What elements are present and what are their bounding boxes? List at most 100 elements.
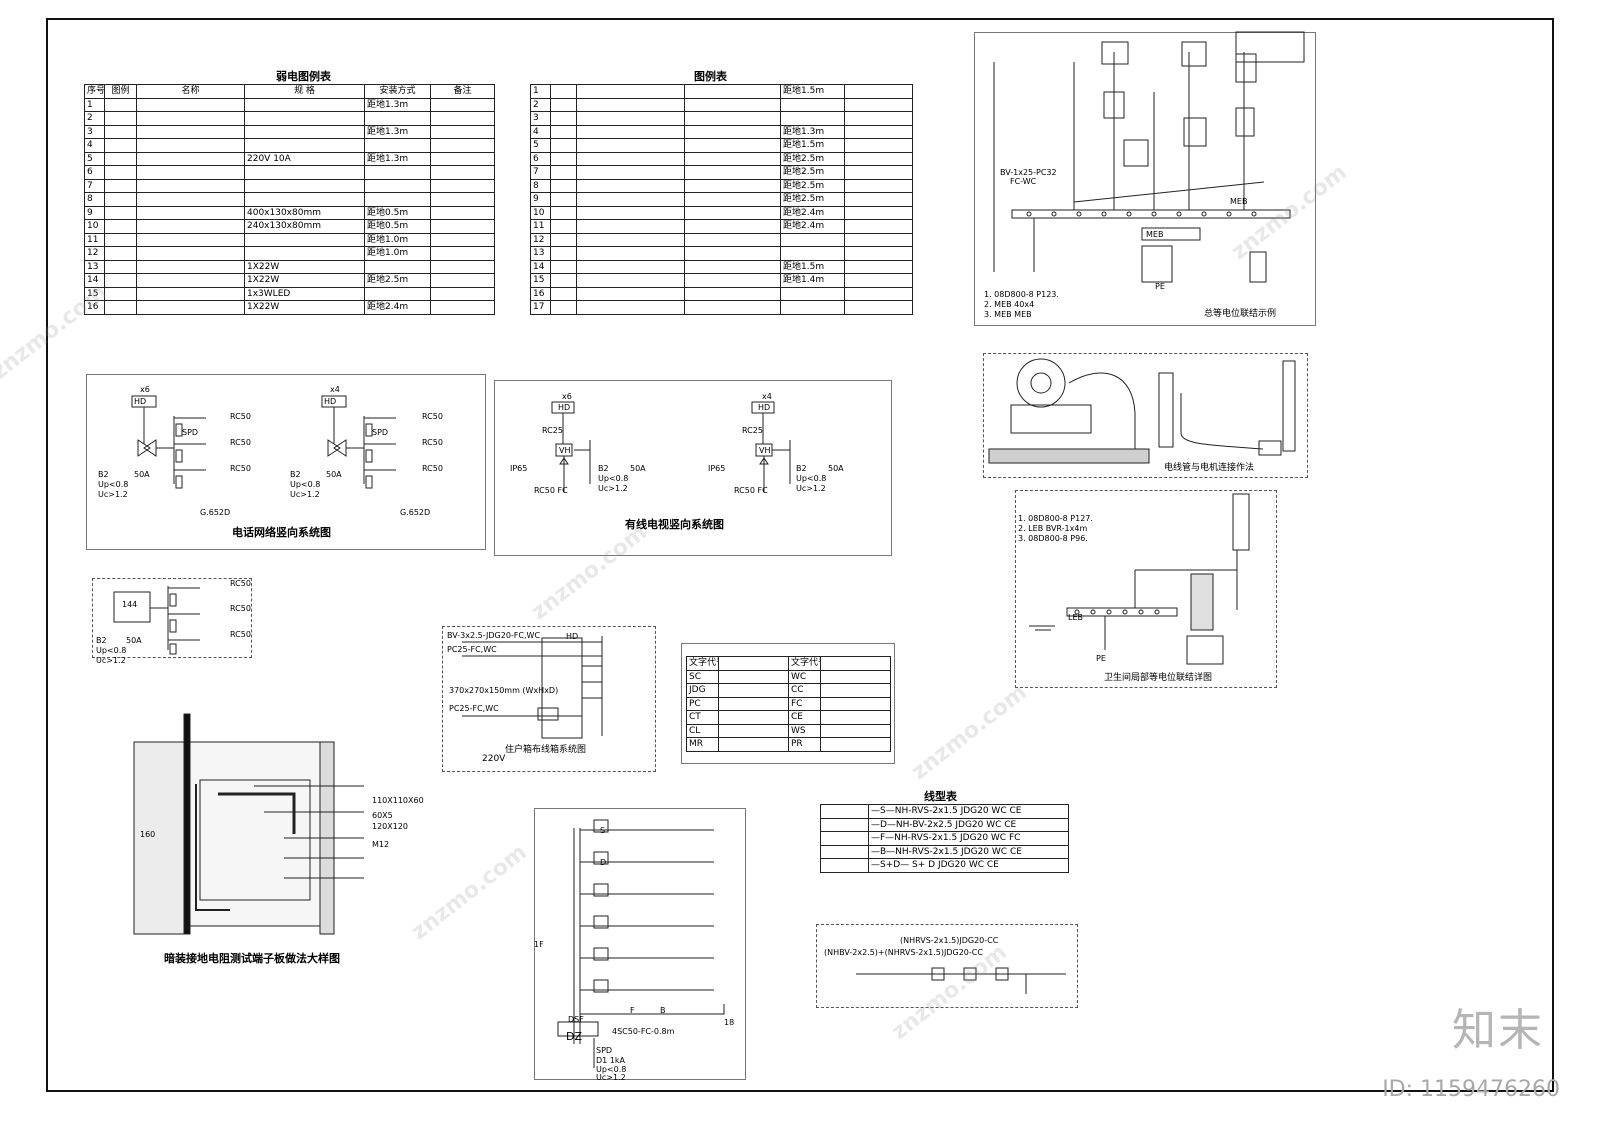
fire-mark-d: D bbox=[600, 858, 607, 867]
weak-legend-row-cell bbox=[430, 300, 495, 315]
catv-mult-a: x6 bbox=[562, 392, 572, 401]
gas-drawing bbox=[856, 967, 1066, 994]
weak-legend-header-cell: 安装方式 bbox=[364, 84, 431, 99]
weak-legend-row-cell: 400x130x80mm bbox=[244, 205, 365, 220]
weak-legend-row-cell: 1X22W bbox=[244, 259, 365, 274]
legend-row: 1 距地1.5m bbox=[530, 84, 913, 99]
legend-row-cell bbox=[550, 124, 577, 139]
weak-legend-row-cell bbox=[244, 111, 365, 126]
weak-legend-row-cell bbox=[104, 232, 137, 247]
conduit-row-cell bbox=[718, 723, 789, 738]
legend-row-cell: 距地2.4m bbox=[780, 205, 845, 220]
legend-row-cell bbox=[684, 259, 781, 274]
legend-row-cell bbox=[576, 124, 685, 139]
legend-row-cell: 距地2.5m bbox=[780, 178, 845, 193]
legend-row-cell bbox=[780, 111, 845, 126]
conduit-header: 文字代号文字代号 bbox=[686, 656, 891, 671]
phone-side-uc: Uc>1.2 bbox=[96, 656, 126, 665]
weak-legend-header-cell: 名称 bbox=[136, 84, 245, 99]
gas-line1: (NHRVS-2x1.5)JDG20-CC bbox=[900, 936, 999, 945]
weak-legend-row-cell: 10 bbox=[84, 219, 105, 234]
legend-row-cell bbox=[550, 246, 577, 261]
legend-row-cell: 距地1.5m bbox=[780, 84, 845, 99]
legend-row-cell bbox=[550, 151, 577, 166]
weak-legend-row-cell bbox=[136, 273, 245, 288]
legend-row-cell bbox=[684, 97, 781, 112]
weak-legend-row-cell bbox=[244, 138, 365, 153]
weak-legend-row-cell: 距地1.3m bbox=[364, 97, 431, 112]
conduit-header-cell bbox=[718, 656, 789, 671]
weak-legend-row-cell: 1X22W bbox=[244, 300, 365, 315]
legend-row-cell: 12 bbox=[530, 232, 551, 247]
legend-row-cell bbox=[576, 151, 685, 166]
catv-rc50-b: RC50 FC bbox=[734, 486, 768, 495]
weak-legend-row-cell bbox=[104, 124, 137, 139]
conduit-row-cell: MR bbox=[686, 737, 719, 752]
phone-panel bbox=[86, 374, 486, 550]
legend-row: 17 bbox=[530, 300, 913, 315]
legend-row-cell bbox=[576, 97, 685, 112]
catv-rc25-a: RC25 bbox=[542, 426, 563, 435]
equip-meb2-label: MEB bbox=[1146, 230, 1164, 239]
legend-row-cell: 16 bbox=[530, 286, 551, 301]
conduit-row-cell bbox=[718, 710, 789, 725]
weak-legend-row-cell bbox=[364, 259, 431, 274]
weak-legend-row-cell bbox=[430, 232, 495, 247]
legend-row-cell bbox=[844, 97, 913, 112]
legend-row-cell bbox=[550, 84, 577, 99]
legend-row-cell bbox=[576, 178, 685, 193]
ground-bolt: M12 bbox=[372, 840, 390, 849]
legend-row-cell bbox=[576, 205, 685, 220]
phone-up-b: Up<0.8 bbox=[290, 480, 321, 489]
phone-hd-a: HD bbox=[134, 397, 147, 406]
weak-legend-row-cell bbox=[244, 232, 365, 247]
catv-uc-b: Uc>1.2 bbox=[796, 484, 826, 493]
legend-row-cell bbox=[684, 124, 781, 139]
weak-legend-row-cell: 距地1.0m bbox=[364, 246, 431, 261]
equip-note-1: 1. 08D800-8 P123. bbox=[984, 290, 1059, 299]
conduit-table: 文字代号文字代号SCWCJDGCCPCFCCTCECLWSMRPR bbox=[686, 656, 891, 752]
conduit-header-cell bbox=[820, 656, 891, 671]
legend-row-cell bbox=[844, 111, 913, 126]
legend-row-cell bbox=[780, 286, 845, 301]
legend-row-cell bbox=[550, 192, 577, 207]
legend-row-cell bbox=[550, 286, 577, 301]
weak-legend-row-cell bbox=[136, 259, 245, 274]
ground-box2: 120X120 bbox=[372, 822, 409, 831]
weak-legend-row-cell bbox=[364, 165, 431, 180]
legend-row-cell bbox=[576, 165, 685, 180]
legend-row-cell bbox=[684, 246, 781, 261]
fire-dz: DZ bbox=[566, 1030, 583, 1043]
weak-legend-row-cell: 3 bbox=[84, 124, 105, 139]
weak-legend-row-cell bbox=[136, 138, 245, 153]
weak-legend-row-cell bbox=[104, 97, 137, 112]
legend-row-cell bbox=[576, 219, 685, 234]
phone-drawing bbox=[131, 395, 396, 489]
weak-legend-row-cell bbox=[430, 205, 495, 220]
phone-rc-2: RC50 bbox=[230, 438, 251, 447]
fire-cable: 4SC50-FC-0.8m bbox=[612, 1027, 675, 1036]
equip-note-2: 2. MEB 40x4 bbox=[984, 300, 1035, 309]
household-voltage: 220V bbox=[482, 754, 506, 764]
equip-pe-label: PE bbox=[1155, 282, 1165, 291]
ground-box1: 110X110X60 bbox=[372, 796, 424, 805]
weak-legend-row-cell bbox=[104, 259, 137, 274]
legend-row-cell: 1 bbox=[530, 84, 551, 99]
legend-row-cell: 距地2.5m bbox=[780, 151, 845, 166]
phone-rc-6: RC50 bbox=[422, 464, 443, 473]
weak-legend-row-cell: 12 bbox=[84, 246, 105, 261]
weak-legend-row: 7 bbox=[84, 178, 495, 193]
bath-drawing bbox=[1029, 493, 1250, 665]
catv-vh-b: VH bbox=[759, 446, 771, 455]
weak-legend-row-cell bbox=[136, 97, 245, 112]
household-line1: BV-3x2.5-JDG20-FC,WC bbox=[447, 631, 541, 640]
legend-row-cell bbox=[684, 232, 781, 247]
